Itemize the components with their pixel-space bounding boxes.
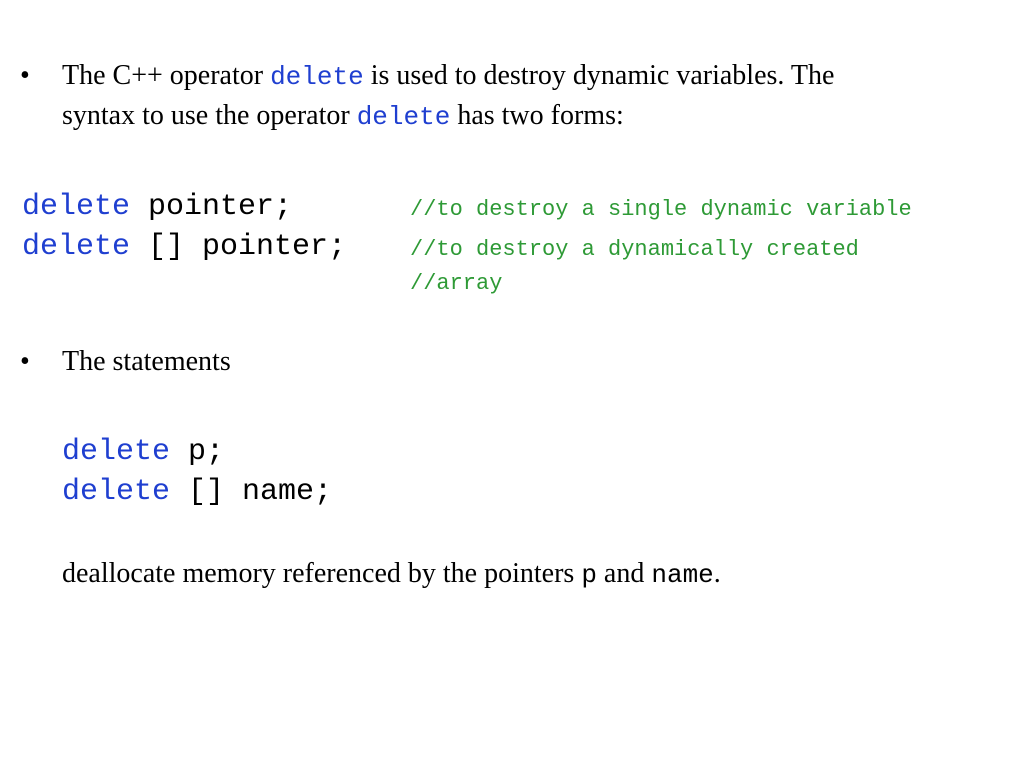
code-text: p;	[170, 435, 225, 469]
bullet-line-1: The C++ operator delete is used to destr…	[62, 56, 1012, 97]
syntax-comment-array-line2: //array	[410, 271, 503, 296]
inline-code-name: name	[651, 560, 714, 590]
code-text: pointer;	[130, 190, 293, 224]
inline-code-p: p	[581, 560, 597, 590]
bullet-icon: •	[20, 60, 30, 91]
code-text: [] pointer;	[130, 230, 347, 264]
bullet-line-2: syntax to use the operator delete has tw…	[62, 96, 1012, 137]
syntax-comment-single: //to destroy a single dynamic variable	[410, 197, 912, 222]
code-keyword-delete: delete	[62, 475, 171, 509]
syntax-comment-array-line1: //to destroy a dynamically created	[410, 237, 859, 262]
example-line-delete-name: delete [] name;	[62, 472, 332, 512]
code-keyword-delete: delete	[22, 230, 131, 264]
text-segment: deallocate memory referenced by the poin…	[62, 558, 582, 589]
text-segment: is used to destroy dynamic variables. Th…	[363, 60, 835, 91]
inline-code-delete: delete	[270, 62, 364, 92]
syntax-form-array: delete [] pointer;	[22, 227, 346, 267]
text-segment: .	[713, 558, 721, 589]
code-text: [] name;	[170, 475, 333, 509]
inline-code-delete: delete	[356, 102, 451, 132]
text-segment: syntax to use the operator	[62, 100, 357, 131]
syntax-form-single: delete pointer;	[22, 187, 292, 227]
text-segment: and	[596, 558, 652, 589]
example-line-delete-p: delete p;	[62, 432, 224, 472]
code-keyword-delete: delete	[22, 190, 131, 224]
code-keyword-delete: delete	[62, 435, 171, 469]
text-segment: The C++ operator	[62, 60, 271, 91]
conclusion-paragraph: deallocate memory referenced by the poin…	[62, 554, 721, 595]
bullet-text-statements: The statements	[62, 346, 231, 377]
text-segment: has two forms:	[450, 100, 624, 131]
bullet-icon: •	[20, 346, 30, 377]
